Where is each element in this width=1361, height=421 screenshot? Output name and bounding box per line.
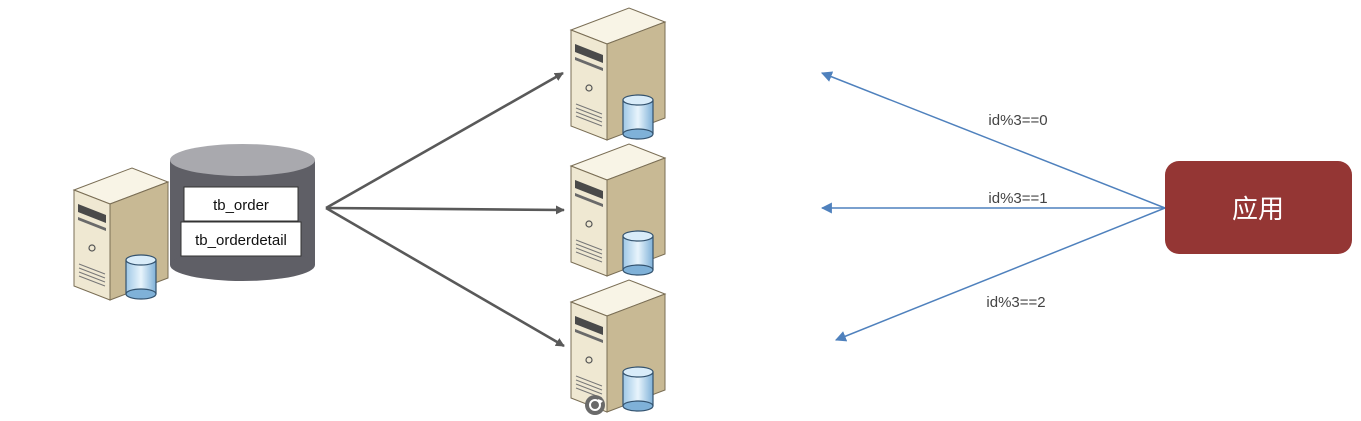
route-label-2: id%3==2 [986,294,1045,311]
app-box [1165,161,1352,254]
shard-server-2-icon [570,279,666,413]
shard-server-1-icon [570,143,666,277]
route-label-0: id%3==0 [988,112,1047,129]
table-tb-orderdetail: tb_orderdetail [195,232,287,249]
split-arrow-shard-2 [325,206,565,348]
route-label-1: id%3==1 [988,190,1047,207]
shard-server-0-icon [570,7,666,141]
route-arrow-2 [834,207,1166,342]
split-arrow-shard-0 [325,71,564,210]
split-arrow-shard-1 [325,205,565,215]
route-arrow-0 [820,71,1166,209]
table-tb-order: tb_order [213,197,269,214]
table-box-order [183,186,299,222]
source-server-icon [73,167,169,301]
table-box-orderdetail [180,221,302,257]
refresh-icon [585,395,605,415]
app-label: 应用 [1232,194,1284,224]
